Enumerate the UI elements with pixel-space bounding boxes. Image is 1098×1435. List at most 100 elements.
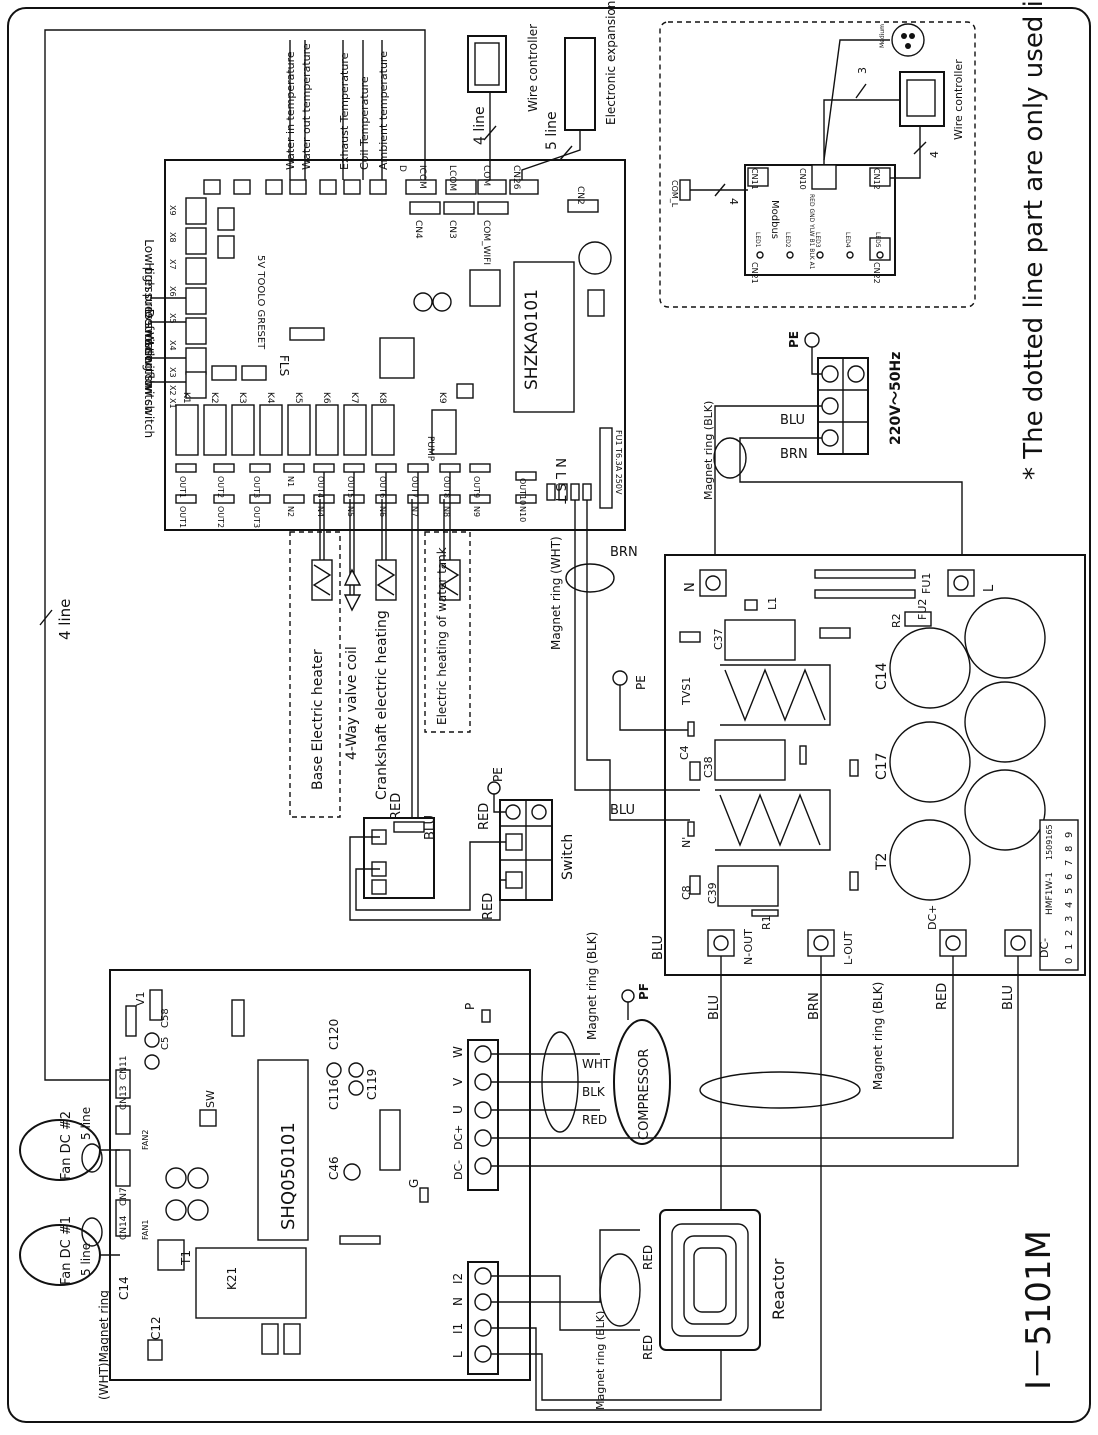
inset-led: LED2 [784,232,791,248]
filter-part: C8 [680,885,693,900]
sensor-label: Water in temperature [284,51,297,170]
pe-label-top: PE [787,331,801,348]
four-way-label: 4-Way valve coil [344,646,360,760]
output-label: OUT10 [518,478,527,505]
filter-serial: 1509165 [1045,824,1054,860]
red-label-bottom: RED [935,983,950,1010]
five-line-label-fan2: 5 line [79,1107,93,1140]
inset-com-l: COM_L [670,180,679,208]
red-label-switch-a: RED [477,803,492,830]
magnet-ring-blk-label-reactor: Magnet ring (BLK) [594,1311,607,1410]
driver-part: FAN1 [141,1220,150,1240]
red-label-reactor-b: RED [641,1335,655,1360]
inset-wire-count: 4 [727,198,740,205]
driver-part: C58 [160,1008,171,1028]
scale-digit: 7 [1064,860,1075,866]
pf-label: PF [637,983,651,1000]
reactor [659,1209,761,1351]
red-label-load: RED [389,793,404,820]
inset-wire-count: 4 [928,151,941,158]
magnet-ring-blk-label-top: Magnet ring (BLK) [702,401,715,500]
wire-controller-label: Wire controller [526,24,540,112]
driver-part: C120 [327,1019,341,1050]
filter-term-label: DC- [1038,938,1051,958]
modbus-inset [659,21,976,308]
blu-power-wire [714,405,822,570]
left-pin-label: X1 [168,398,177,409]
output-label: OUT1 [178,476,187,498]
red-label-reactor-a: RED [641,1245,655,1270]
magnet-ring-dc [699,1071,861,1109]
relay-label: K3 [237,392,247,404]
driver-out-term: V [451,1077,465,1086]
left-pin-labels: X9 X8 X7 X6 X5 X4 X3 X2 X1 [168,205,177,409]
inset-led: LED1 [754,232,761,248]
filter-part: FU2 [916,599,929,620]
model-number: I－5101M [1019,1230,1059,1390]
driver-in-term: I2 [451,1273,465,1284]
filter-term-label: L [982,584,997,592]
blu-label-dc: BLU [1001,985,1016,1010]
magnet-ring-blk-top [713,437,747,479]
neutral-label: N9 [472,506,481,517]
driver-part: SW [204,1090,217,1108]
scale-digit: 0 [1064,958,1075,964]
left-pin-label: X3 [168,367,177,378]
fuse-label: FU1 T6.3A 250V [614,430,623,495]
switch-wires [150,297,186,383]
inset-pin-labels: RED GND YLW B1 BLK A1 [808,194,815,270]
terminals-label: N L S T [552,458,567,504]
output-label: OUT4 [316,476,325,498]
neutral-label: N10 [518,506,527,522]
relay-label: K7 [349,392,359,404]
driver-part: V1 [134,991,147,1006]
sensor-label: Ambient temperature [377,51,390,170]
sensor-label: Coil Temperature [358,76,371,170]
output-label: OUT3 [252,476,261,498]
filter-part: L1 [766,597,779,610]
magnet-ring-wht-label: Magnet ring (WHT) [549,536,563,650]
filter-term-label: DC+ [926,905,939,930]
left-pin-label: X9 [168,205,177,216]
inset-cn22: CN22 [872,262,881,284]
relay-label: K6 [321,392,331,404]
blu-label-mid: BLU [610,803,635,818]
neutral-label: OUT2 [216,506,225,528]
filter-part: C38 [702,756,715,778]
compressor-label: COMPRESSOR [637,1049,652,1140]
neutral-label: N6 [378,506,387,517]
dotted-note: * The dotted line part are only used in … [1019,0,1049,480]
driver-out-term: W [451,1046,465,1058]
reactor-label: Reactor [769,1258,788,1320]
neutral-label: N2 [286,506,295,517]
switch-label: Defrosting switch [142,309,156,414]
switch-label: Low pressure switch [142,239,156,360]
load-wires [311,472,461,820]
power-label: 220V～50Hz [888,352,904,445]
filter-part: T2 [874,853,890,871]
inset-wire-count: 3 [856,67,869,74]
connector-label: COM_WIFI [481,220,491,265]
relay-label: K2 [209,392,219,404]
scale-digit: 8 [1064,846,1075,852]
left-pin-label: X8 [168,232,177,243]
driver-part: C14 [117,1276,131,1300]
neutral-label: OUT1 [178,506,187,528]
five-line-label-top: 5 line [544,111,560,150]
driver-part: G [407,1179,421,1188]
driver-out-term: DC- [452,1160,465,1180]
contactor-and-switch [349,781,553,921]
filter-part: N' [680,837,693,848]
output-labels: OUT1 OUT2 OUT3 N1 OUT4 OUT5 OUT6 OUT7 OU… [178,476,527,528]
sensor-label: Water out temperature [300,43,313,170]
driver-part: FAN2 [141,1130,150,1150]
outer-frame [7,7,1091,1423]
connector-label: CN26 [511,165,521,190]
fan-2-label: Fan DC #2 [59,1111,74,1180]
brn-label-mid: BRN [610,545,638,560]
driver-part: C12 [149,1316,163,1340]
jumper-label: 5V TOOLO GRESET [255,255,266,350]
driver-out-term: DC+ [452,1125,465,1150]
scale-digit: 5 [1064,888,1075,894]
pe-label-mid: PE [634,675,648,690]
